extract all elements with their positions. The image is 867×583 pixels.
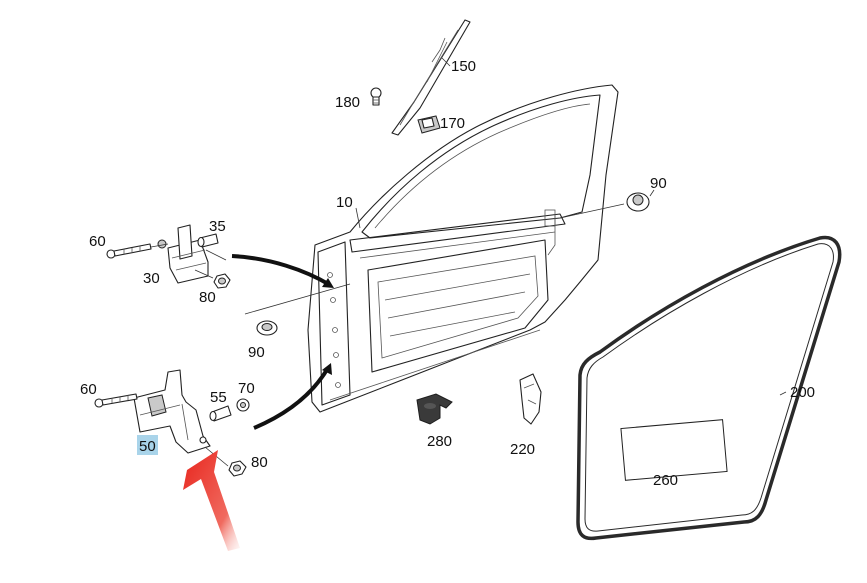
bolt-60-upper-part: [106, 243, 152, 259]
label-60-upper: 60: [89, 233, 106, 250]
leader-line-60-upper: [150, 243, 169, 248]
leader-line-35: [205, 249, 227, 261]
label-80-upper: 80: [199, 289, 216, 306]
label-180: 180: [335, 94, 360, 111]
leader-line-200: [779, 391, 787, 396]
leader-line-90-left: [244, 283, 351, 315]
label-220: 220: [510, 441, 535, 458]
label-280: 280: [427, 433, 452, 450]
label-200: 200: [790, 384, 815, 401]
highlight-box-50: [137, 435, 158, 455]
grommet-90-right-part: [626, 192, 650, 212]
leader-line-90-right-label: [649, 189, 655, 197]
label-60-lower: 60: [80, 381, 97, 398]
label-30: 30: [143, 270, 160, 287]
washer-70-part: [236, 398, 250, 412]
leader-line-10: [355, 207, 361, 229]
bracket-220-part: [519, 373, 542, 425]
foil-260-part: [620, 419, 728, 481]
label-70: 70: [238, 380, 255, 397]
label-170: 170: [440, 115, 465, 132]
clip-170-part: [417, 115, 441, 134]
door-stop-280-part: [416, 393, 453, 425]
hinge-mount-arrow-upper: [231, 254, 334, 288]
window-moulding-part: [391, 19, 471, 136]
leader-line-80-upper: [194, 269, 214, 279]
screw-180-part: [370, 87, 382, 106]
grommet-90-left-part: [256, 320, 278, 336]
label-35: 35: [209, 218, 226, 235]
label-260: 260: [653, 472, 678, 489]
door-seal-200-part: [576, 235, 842, 541]
label-50: 50: [139, 438, 156, 455]
door-shell-part: [307, 84, 619, 413]
nut-80-lower-part: [228, 460, 247, 477]
label-80-lower: 80: [251, 454, 268, 471]
pin-55-part: [209, 405, 232, 422]
label-150: 150: [451, 58, 476, 75]
leader-line-150: [441, 57, 451, 67]
label-90-right: 90: [650, 175, 667, 192]
nut-80-upper-part: [213, 273, 231, 289]
hinge-mount-arrow-lower: [253, 363, 332, 430]
bolt-60-lower-part: [94, 393, 138, 408]
label-90-left: 90: [248, 344, 265, 361]
lower-hinge-50-part: [133, 369, 211, 454]
label-10: 10: [336, 194, 353, 211]
label-55: 55: [210, 389, 227, 406]
pin-35-part: [197, 233, 219, 248]
red-pointer-arrow: [183, 450, 240, 551]
leader-line-90-right: [559, 203, 625, 219]
upper-hinge-30-part: [157, 224, 209, 284]
